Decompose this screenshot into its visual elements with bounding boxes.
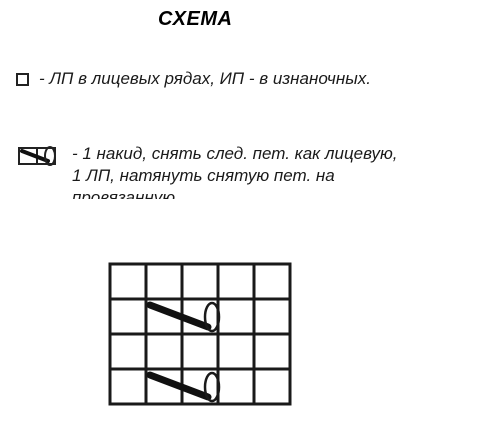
- chart-symbol-row-4: [146, 371, 221, 403]
- legend-text-line-3: провязанную: [72, 188, 176, 199]
- square-icon: [16, 72, 29, 86]
- page-title: СХЕМА: [158, 8, 233, 30]
- legend-text-line-1: - 1 накид, снять след. пет. как лицевую,: [72, 144, 398, 163]
- legend-text-slip: - 1 накид, снять след. пет. как лицевую,…: [72, 143, 492, 199]
- legend-text-knit: - ЛП в лицевых рядах, ИП - в изнаночных.: [39, 69, 371, 88]
- stitch-chart: [108, 262, 294, 413]
- legend-text-line-2: 1 ЛП, натянуть снятую пет. на: [72, 166, 335, 185]
- slip-stitch-bar: [146, 371, 212, 401]
- slip-stitch-bar: [146, 301, 212, 331]
- legend-item-knit: - ЛП в лицевых рядах, ИП - в изнаночных.: [16, 68, 371, 90]
- yarn-over-loop: [203, 301, 221, 333]
- chart-grid: [108, 262, 292, 406]
- yarn-over-loop: [203, 371, 221, 403]
- slip-stitch-icon: [18, 146, 56, 166]
- chart-symbol-row-2: [146, 301, 221, 333]
- legend-item-slip-stitch: - 1 накид, снять след. пет. как лицевую,…: [18, 143, 492, 199]
